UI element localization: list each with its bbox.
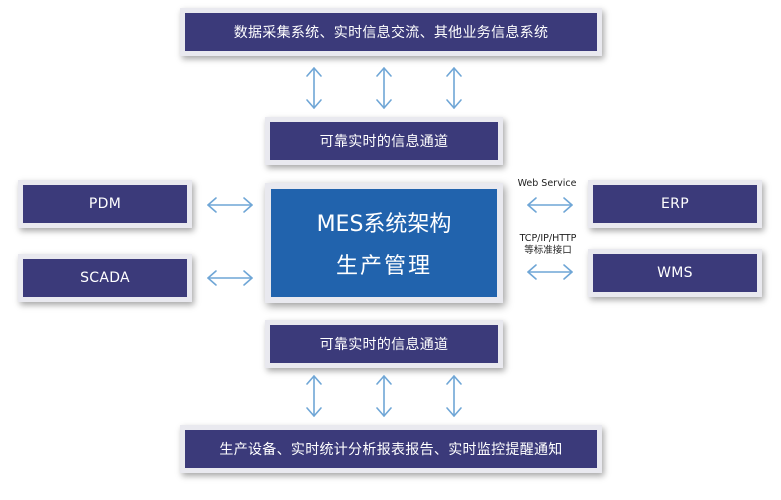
- vertical-double-arrow-icon: [376, 375, 392, 417]
- right-box-erp-label: ERP: [661, 196, 689, 212]
- top-system-label: 数据采集系统、实时信息交流、其他业务信息系统: [233, 25, 549, 41]
- left-box-scada-label: SCADA: [80, 270, 130, 286]
- vertical-double-arrow-icon: [306, 375, 322, 417]
- horizontal-double-arrow-icon: [207, 197, 253, 213]
- top-channel-box: 可靠实时的信息通道: [265, 117, 503, 165]
- left-box-scada: SCADA: [18, 254, 192, 302]
- right-box-wms-label: WMS: [657, 265, 693, 281]
- horizontal-double-arrow-icon: [527, 264, 573, 280]
- bottom-channel-label: 可靠实时的信息通道: [319, 337, 449, 353]
- bottom-system-label: 生产设备、实时统计分析报表报告、实时监控提醒通知: [219, 442, 563, 458]
- bottom-channel-box: 可靠实时的信息通道: [265, 320, 503, 368]
- bottom-system-box: 生产设备、实时统计分析报表报告、实时监控提醒通知: [180, 425, 602, 473]
- top-channel-label: 可靠实时的信息通道: [319, 134, 449, 150]
- horizontal-double-arrow-icon: [527, 197, 573, 213]
- center-mes-box: MES系统架构 生产管理: [265, 183, 503, 303]
- vertical-double-arrow-icon: [446, 375, 462, 417]
- vertical-double-arrow-icon: [446, 67, 462, 109]
- web-service-label: Web Service: [517, 178, 577, 189]
- standard-interface-label: 等标准接口: [524, 245, 572, 256]
- center-title: MES系统架构: [316, 212, 452, 237]
- horizontal-double-arrow-icon: [207, 270, 253, 286]
- tcp-protocol-label: TCP/IP/HTTP: [519, 233, 577, 244]
- right-box-erp: ERP: [588, 180, 762, 228]
- top-system-box: 数据采集系统、实时信息交流、其他业务信息系统: [180, 8, 602, 56]
- left-box-pdm: PDM: [18, 180, 192, 228]
- right-box-wms: WMS: [588, 249, 762, 297]
- left-box-pdm-label: PDM: [88, 196, 122, 212]
- vertical-double-arrow-icon: [306, 67, 322, 109]
- center-subtitle: 生产管理: [335, 254, 432, 279]
- vertical-double-arrow-icon: [376, 67, 392, 109]
